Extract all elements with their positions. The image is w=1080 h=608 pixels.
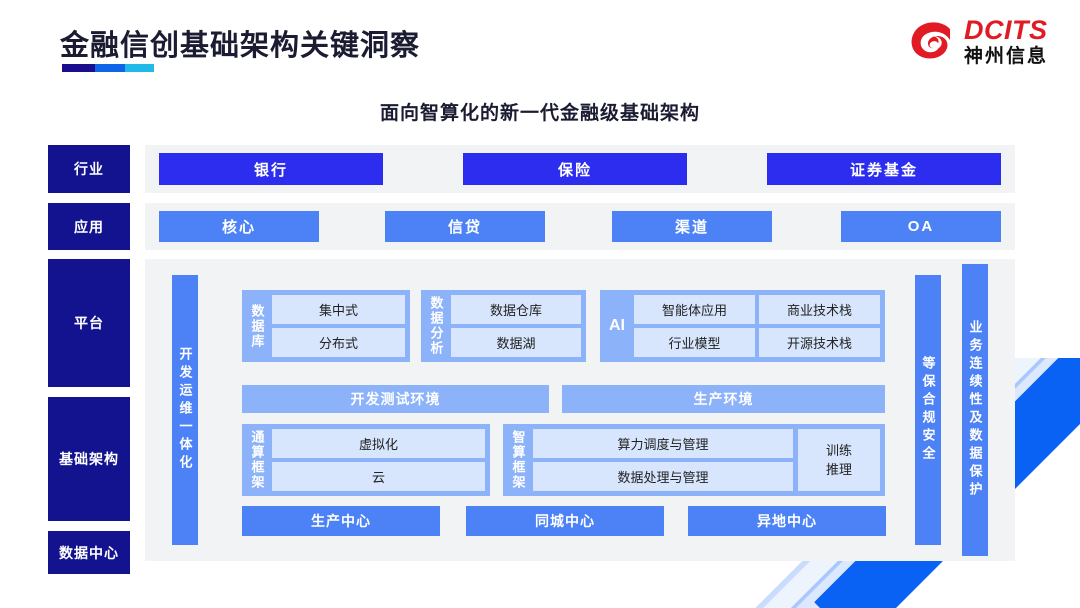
- cell-opensource-stack[interactable]: 开源技术栈: [759, 328, 880, 357]
- cell-virtualization[interactable]: 虚拟化: [272, 429, 485, 458]
- group-ai-cells: 智能体应用 商业技术栈 行业模型 开源技术栈: [634, 295, 880, 357]
- data-center-production[interactable]: 生产中心: [242, 506, 440, 536]
- page-title: 金融信创基础架构关键洞察: [60, 30, 421, 62]
- stage-label-application: 应用: [48, 203, 130, 250]
- cell-cloud[interactable]: 云: [272, 462, 485, 491]
- logo-wordmark: DCITS 神州信息: [963, 14, 1048, 67]
- cell-industry-model[interactable]: 行业模型: [634, 328, 755, 357]
- application-item-credit[interactable]: 信贷: [385, 211, 545, 242]
- compliance-security-vertical-bar: 等保合规安全: [915, 275, 941, 545]
- application-item-channel[interactable]: 渠道: [612, 211, 772, 242]
- group-intelligent-framework: 智算框架 算力调度与管理 数据处理与管理 训练 推理: [503, 424, 885, 496]
- group-ai: AI 智能体应用 商业技术栈 行业模型 开源技术栈: [600, 290, 885, 362]
- industry-row-panel: 银行 保险 证券基金: [145, 145, 1015, 193]
- industry-item-insurance[interactable]: 保险: [463, 153, 687, 185]
- brand-logo: DCITS 神州信息: [906, 16, 1048, 66]
- env-production[interactable]: 生产环境: [562, 385, 885, 413]
- group-data-analysis-label: 数据分析: [428, 296, 444, 356]
- accent-segment-cyan: [124, 64, 154, 72]
- stage-label-infrastructure: 基础架构: [48, 397, 130, 521]
- group-ai-label: AI: [609, 317, 625, 334]
- devops-vertical-bar: 开发运维一体化: [172, 275, 198, 545]
- cell-compute-scheduling[interactable]: 算力调度与管理: [533, 429, 793, 458]
- application-item-oa[interactable]: OA: [841, 211, 1001, 242]
- infer-label: 推理: [825, 462, 852, 477]
- group-intelligent-framework-cells: 算力调度与管理 数据处理与管理: [533, 429, 793, 491]
- group-intelligent-framework-body: 算力调度与管理 数据处理与管理 训练 推理: [533, 429, 880, 491]
- industry-item-securities[interactable]: 证券基金: [767, 153, 1001, 185]
- business-continuity-vertical-bar: 业务连续性及数据保护: [962, 264, 988, 556]
- logo-english-text: DCITS: [963, 14, 1048, 45]
- group-data-analysis: 数据分析 数据仓库 数据湖: [421, 290, 586, 362]
- cell-data-lake[interactable]: 数据湖: [451, 328, 581, 357]
- application-item-core[interactable]: 核心: [159, 211, 319, 242]
- cell-data-processing[interactable]: 数据处理与管理: [533, 462, 793, 491]
- group-general-framework-label: 通算框架: [249, 430, 265, 490]
- cell-commercial-stack[interactable]: 商业技术栈: [759, 295, 880, 324]
- slide-header: 金融信创基础架构关键洞察 DCITS 神州信息: [0, 0, 1080, 92]
- cell-train-infer[interactable]: 训练 推理: [798, 429, 880, 491]
- group-database: 数据库 集中式 分布式: [242, 290, 410, 362]
- group-intelligent-framework-label: 智算框架: [510, 430, 526, 490]
- group-data-analysis-cells: 数据仓库 数据湖: [451, 295, 581, 357]
- group-general-framework-cells: 虚拟化 云: [272, 429, 485, 491]
- title-accent-rule: [62, 64, 154, 72]
- accent-segment-blue: [95, 64, 125, 72]
- logo-chinese-text: 神州信息: [963, 45, 1048, 67]
- accent-segment-navy: [62, 64, 96, 72]
- env-dev-test[interactable]: 开发测试环境: [242, 385, 549, 413]
- industry-item-bank[interactable]: 银行: [159, 153, 383, 185]
- group-database-cells: 集中式 分布式: [272, 295, 405, 357]
- diagram-subtitle: 面向智算化的新一代金融级基础架构: [379, 103, 700, 124]
- cell-agent-application[interactable]: 智能体应用: [634, 295, 755, 324]
- stage-label-platform: 平台: [48, 259, 130, 387]
- data-center-remote[interactable]: 异地中心: [688, 506, 886, 536]
- cell-distributed[interactable]: 分布式: [272, 328, 405, 357]
- stage-label-data-center: 数据中心: [48, 531, 130, 574]
- data-center-metro[interactable]: 同城中心: [466, 506, 664, 536]
- cell-data-warehouse[interactable]: 数据仓库: [451, 295, 581, 324]
- group-database-label: 数据库: [249, 303, 265, 349]
- group-general-framework: 通算框架 虚拟化 云: [242, 424, 490, 496]
- stage-label-industry: 行业: [48, 145, 130, 193]
- train-label: 训练: [825, 442, 852, 458]
- application-row-panel: 核心 信贷 渠道 OA: [145, 203, 1015, 250]
- dcits-swirl-icon: [911, 22, 950, 59]
- cell-centralized[interactable]: 集中式: [272, 295, 405, 324]
